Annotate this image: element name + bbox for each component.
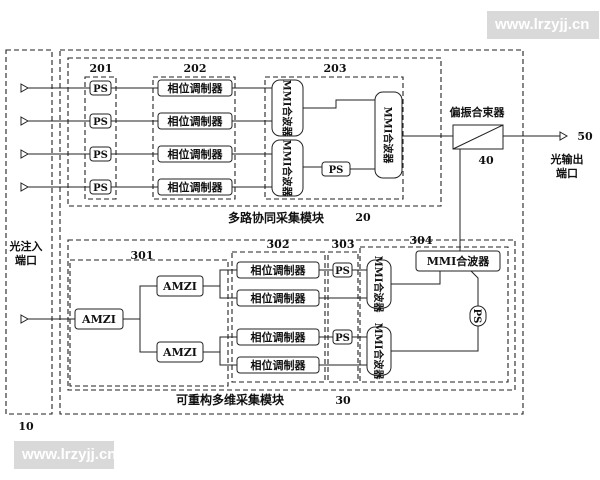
ps-201-2-label: PS [93, 117, 108, 128]
ps-303-b-label: PS [335, 333, 350, 344]
reconfigurable-module-boundary [67, 239, 516, 391]
ps-201-3-label: PS [93, 150, 108, 161]
ps-203-label: PS [329, 165, 344, 176]
phase-modulator-302-2-label: 相位调制器 [251, 291, 307, 305]
mmi-combiner-304-b [366, 326, 392, 376]
light-in-label-1: 光注入 [9, 239, 43, 253]
waveguide [139, 319, 157, 353]
mmi-combiner-304-b-label: MMI合波器 [372, 323, 385, 381]
module-top-label: 多路协同采集模块 [228, 210, 325, 225]
ps-201-1-label: PS [93, 84, 108, 95]
module-boundaries [5, 49, 524, 415]
watermark-bottom: www.lrzyjj.cn [14, 441, 116, 469]
label-201: 201 [90, 62, 113, 75]
label-202: 202 [184, 62, 207, 75]
output-port [559, 131, 569, 141]
phase-modulator-202-4 [157, 178, 233, 196]
ps-304 [469, 305, 487, 327]
mmi-combiner-203-a-label: MMI合波器 [281, 80, 294, 138]
phase-modulator-202-1 [157, 79, 233, 97]
ps-304-label: PS [471, 309, 482, 324]
ps-303-a [332, 262, 353, 278]
components [20, 79, 569, 376]
label-10: 10 [18, 420, 34, 433]
waveguide [219, 286, 237, 299]
amzi-upper-label: AMZI [162, 280, 197, 293]
amzi-root [74, 308, 124, 330]
input-port-top-3 [20, 149, 30, 159]
light-in-label-2: 端口 [15, 253, 37, 267]
mmi-combiner-203-b-label: MMI合波器 [281, 140, 294, 198]
label-20: 20 [355, 211, 371, 224]
phase-modulator-302-3-label: 相位调制器 [251, 330, 307, 344]
mmi-combiner-304-c-label: MMI合波器 [427, 254, 490, 268]
light-out-label-2: 端口 [556, 166, 578, 180]
ps-201-4-label: PS [93, 183, 108, 194]
labels: PS 相位调制器 PS 相位调制器 PS 相位调制器 PS 相位调制器 MMI合波器 MMI合波器… [9, 62, 593, 433]
amzi-group-301 [69, 259, 229, 387]
mmi-combiner-203-c-label: MMI合波器 [382, 107, 395, 165]
amzi-lower-label: AMZI [162, 346, 197, 359]
waveguide [469, 269, 479, 306]
combiner-group-304 [359, 246, 509, 383]
mmi-combiner-304-a [366, 259, 392, 309]
module-bottom-label: 可重构多维采集模块 [176, 392, 285, 407]
input-port-top-1 [20, 83, 30, 93]
combiner-group-203 [264, 76, 404, 200]
light-input-module-boundary [5, 49, 53, 415]
ps-303-a-label: PS [335, 266, 350, 277]
input-port-top-2 [20, 116, 30, 126]
phase-modulator-202-4-label: 相位调制器 [168, 180, 224, 194]
waveguide [303, 99, 375, 109]
mmi-combiner-304-c [415, 250, 501, 272]
phase-modulator-302-2 [236, 289, 320, 307]
ps-303-b [332, 329, 353, 345]
phase-modulator-302-1-label: 相位调制器 [251, 263, 307, 277]
amzi-lower [156, 341, 204, 363]
phase-modulator-202-2 [157, 112, 233, 130]
ps-201-3 [89, 146, 112, 162]
mmi-combiner-203-c [374, 91, 403, 179]
ps-201-2 [89, 113, 112, 129]
amzi-upper [156, 275, 204, 297]
waveguide [219, 352, 237, 366]
phase-mod-group-202 [152, 76, 236, 200]
waveguide [123, 285, 157, 320]
phase-modulator-302-4-label: 相位调制器 [251, 358, 307, 372]
ps-group-201 [84, 76, 117, 200]
phase-modulator-202-2-label: 相位调制器 [168, 114, 224, 128]
phase-modulator-302-1 [236, 261, 320, 279]
label-40: 40 [478, 154, 494, 167]
label-50: 50 [577, 130, 593, 143]
label-301: 301 [131, 249, 154, 262]
watermark-top: www.lrzyjj.cn [487, 11, 599, 39]
label-30: 30 [335, 394, 351, 407]
label-203: 203 [324, 62, 347, 75]
phase-modulator-302-3 [236, 328, 320, 346]
label-303: 303 [332, 238, 355, 251]
mmi-combiner-203-b [271, 139, 304, 197]
label-304: 304 [410, 234, 433, 247]
phase-modulator-202-1-label: 相位调制器 [168, 81, 224, 95]
phase-mod-group-302 [231, 251, 326, 383]
ps-201-4 [89, 179, 112, 195]
light-out-label-1: 光输出 [550, 152, 584, 166]
mmi-combiner-304-a-label: MMI合波器 [372, 256, 385, 314]
phase-modulator-202-3 [157, 145, 233, 163]
mmi-combiner-203-a [271, 79, 304, 137]
chip-boundary [59, 49, 524, 415]
multi-path-module-boundary [67, 57, 442, 207]
input-port-top-4 [20, 182, 30, 192]
phase-modulator-302-4 [236, 356, 320, 374]
amzi-root-label: AMZI [81, 313, 116, 326]
pbc-label: 偏振合束器 [450, 105, 506, 119]
ps-203 [321, 161, 351, 177]
phase-modulator-202-3-label: 相位调制器 [168, 147, 224, 161]
label-302: 302 [267, 238, 290, 251]
waveguide [391, 326, 479, 352]
pbc-diagonal [452, 124, 504, 150]
ps-201-1 [89, 80, 112, 96]
input-port-bottom [20, 314, 30, 324]
